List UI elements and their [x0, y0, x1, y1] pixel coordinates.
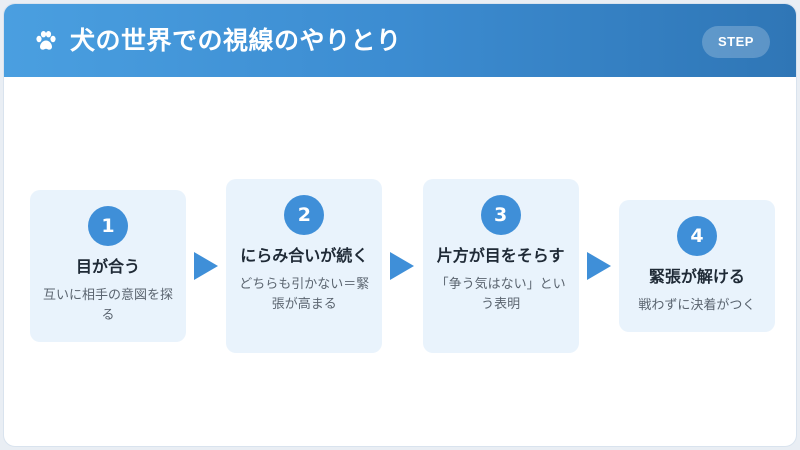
step-flow: 1 目が合う 互いに相手の意図を探る 2 にらみ合いが続く どちらも引かない＝緊…: [30, 176, 775, 356]
page-title: 犬の世界での視線のやりとり: [70, 26, 402, 55]
step-card-4: 4 緊張が解ける 戦わずに決着がつく: [618, 200, 775, 332]
step-number: 1: [88, 206, 128, 246]
step-title: にらみ合いが続く: [240, 246, 369, 265]
arrow-right-icon: [586, 252, 611, 280]
step-card-3: 3 片方が目をそらす 「争う気はない」という表明: [422, 179, 579, 353]
slide-card: 犬の世界での視線のやりとり STEP 1 目が合う 互いに相手の意図を探る 2 …: [3, 3, 797, 447]
header-bar: 犬の世界での視線のやりとり STEP: [4, 4, 796, 77]
step-description: 戦わずに決着がつく: [638, 298, 756, 313]
step-title: 片方が目をそらす: [436, 246, 565, 265]
step-description: 「争う気はない」という表明: [435, 277, 566, 312]
step-title: 目が合う: [75, 257, 140, 276]
step-number: 3: [480, 195, 521, 235]
step-description: 互いに相手の意図を探る: [42, 288, 173, 323]
step-description: どちらも引かない＝緊張が高まる: [239, 277, 370, 312]
step-card-2: 2 にらみ合いが続く どちらも引かない＝緊張が高まる: [226, 179, 383, 353]
step-badge: STEP: [702, 26, 770, 58]
step-title: 緊張が解ける: [648, 267, 745, 286]
step-number: 4: [676, 216, 717, 256]
arrow-right-icon: [194, 252, 219, 280]
step-card-1: 1 目が合う 互いに相手の意図を探る: [30, 190, 186, 342]
arrow-right-icon: [390, 252, 415, 280]
paw-icon: [36, 31, 56, 50]
step-number: 2: [284, 195, 325, 235]
